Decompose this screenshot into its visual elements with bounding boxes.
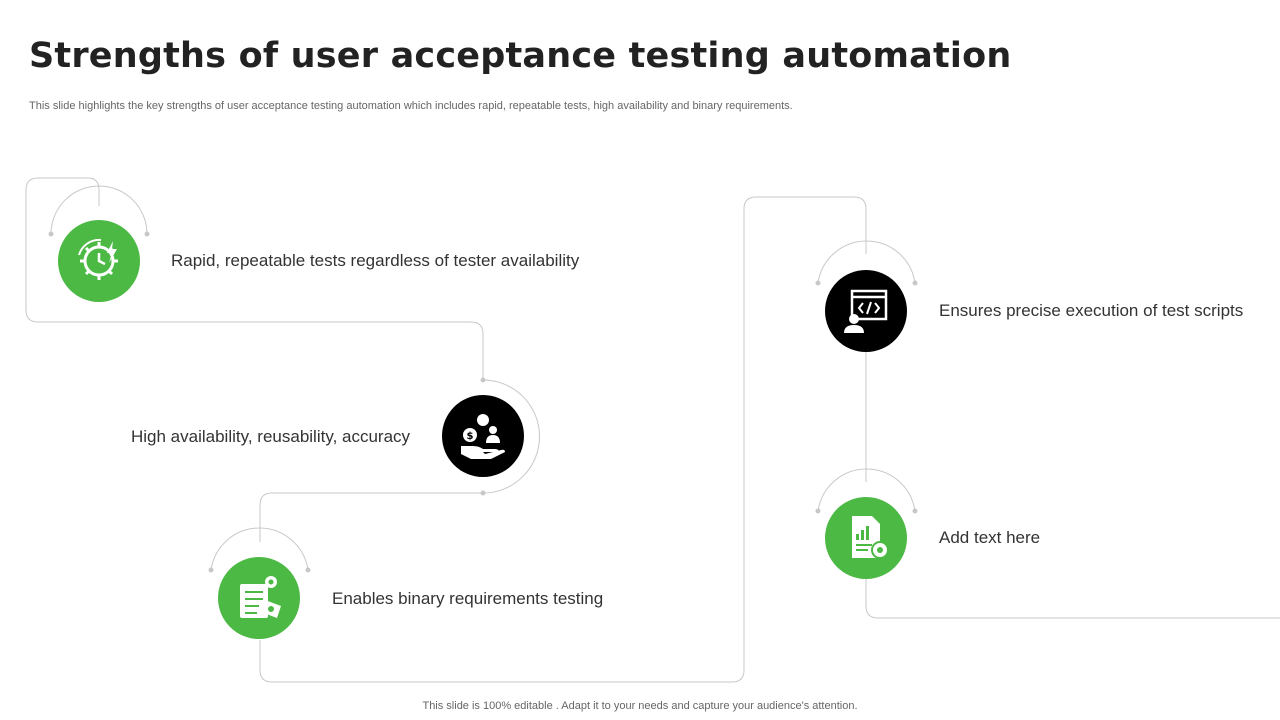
svg-text:$: $ [467, 431, 474, 442]
item-label-rapid-tests: Rapid, repeatable tests regardless of te… [171, 251, 580, 270]
item-label-add-text: Add text here [939, 528, 1041, 547]
gear-clock-icon [78, 238, 118, 280]
badge-availability: $ [442, 395, 524, 477]
document-gear-money-icon [240, 576, 281, 618]
badge-rapid-tests [58, 220, 140, 302]
code-window-user-icon [844, 289, 888, 333]
slide-subtitle: This slide highlights the key strengths … [29, 100, 793, 112]
hand-money-user-icon: $ [461, 414, 505, 459]
badge-precise-execution [825, 270, 907, 352]
item-label-precise-execution: Ensures precise execution of test script… [939, 301, 1244, 320]
item-label-binary-requirements: Enables binary requirements testing [332, 589, 604, 608]
slide-title: Strengths of user acceptance testing aut… [29, 36, 1012, 76]
item-label-availability: High availability, reusability, accuracy [131, 427, 411, 446]
slide-footer: This slide is 100% editable . Adapt it t… [422, 700, 858, 712]
badge-add-text [825, 497, 907, 579]
report-chart-gear-icon [852, 516, 889, 559]
badge-binary-requirements [218, 557, 300, 639]
